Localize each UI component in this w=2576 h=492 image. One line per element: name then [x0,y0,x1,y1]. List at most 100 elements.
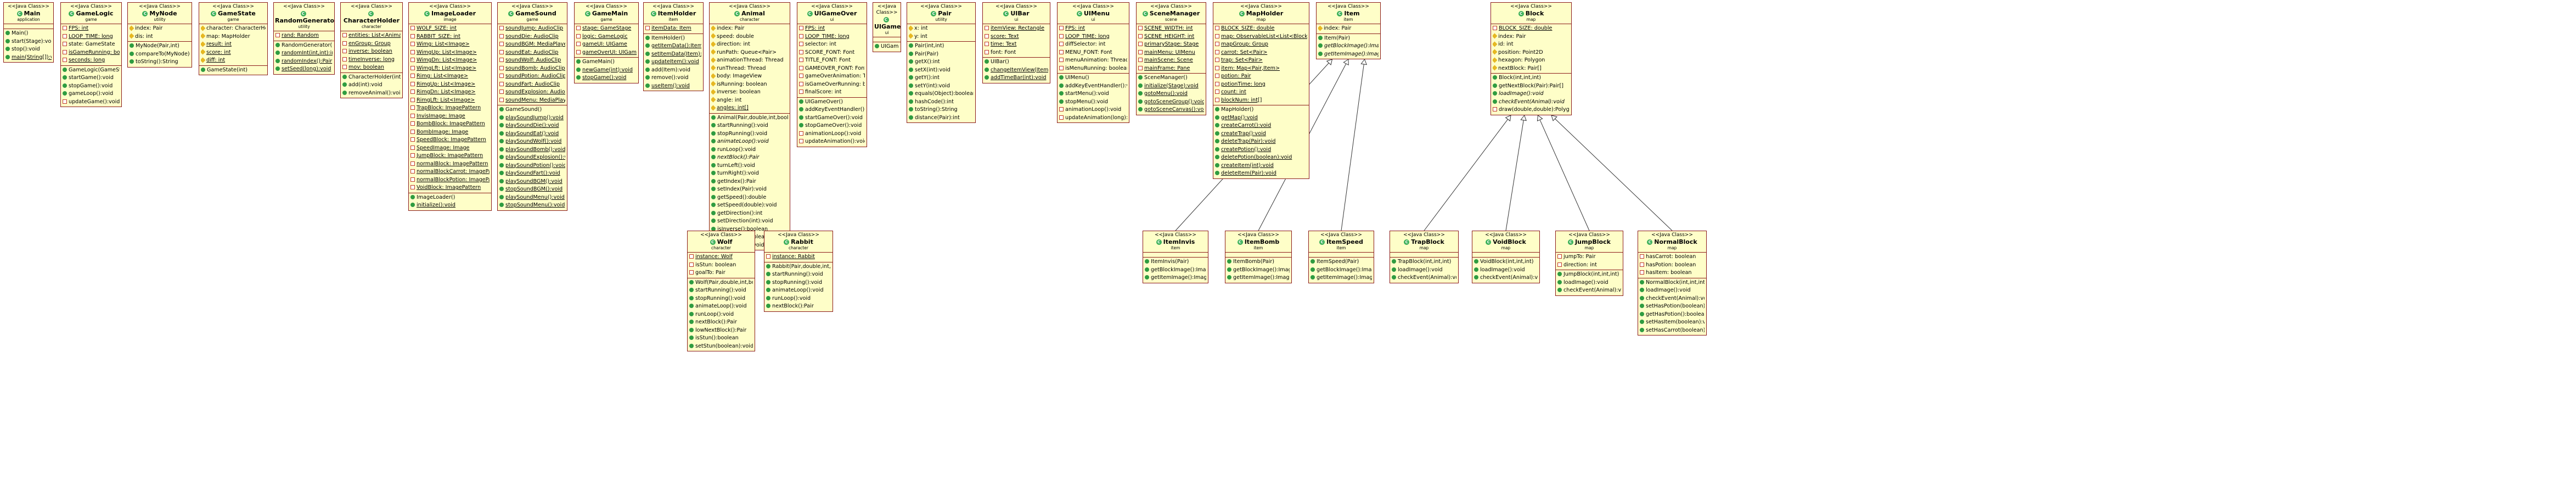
method-row: stopGame():void [63,82,120,91]
method-row: ItemInvis(Pair) [1145,258,1206,266]
method-text: createPotion():void [1221,146,1272,153]
fields-section [1309,253,1374,257]
public-visibility-icon [1215,147,1219,152]
method-row: stopRunning():void [766,279,831,287]
field-text: TrapBlock: ImagePattern [417,105,481,111]
field-text: gameOverUI: UIGameOver [582,49,637,55]
stereotype-label: <<Java Class>> [1568,232,1610,238]
public-visibility-icon [711,115,716,120]
field-row: isGameRunning: boolean [63,49,120,57]
method-row: loadImage():void [1493,90,1570,98]
class-name: CUIGame [874,16,901,30]
field-text: soundExplosion: AudioClip [505,89,565,95]
package-label: item [1343,17,1353,22]
method-text: loadImage():void [1646,287,1691,293]
private-visibility-icon [410,90,415,94]
field-text: JumpBlock: ImagePattern [417,153,483,159]
private-visibility-icon [410,169,415,174]
class-name-text: VoidBlock [1493,238,1526,245]
field-text: SCENE_WIDTH: int [1144,25,1193,31]
field-row: GAMEOVER_FONT: Font [799,65,865,73]
method-text: UIGameOver() [805,98,843,105]
field-row: animationThread: Thread [711,57,788,65]
field-row: trap: Set<Pair> [1215,57,1307,65]
public-visibility-icon [130,59,134,64]
field-row: map: ObservableList<List<Block>> [1215,33,1307,41]
method-row: ItemHolder() [645,35,701,43]
field-row: id: int [1493,41,1570,49]
private-visibility-icon [410,137,415,142]
protected-visibility-icon [711,57,716,63]
stereotype-label: <<Java Class>> [1403,232,1445,238]
method-row: CharacterHolder(int) [342,74,401,82]
public-visibility-icon [799,123,803,127]
class-icon: C [1518,11,1524,16]
methods-section: Animal(Pair,double,int,boolean)startRunn… [710,113,790,250]
class-icon: C [1486,239,1492,245]
fields-section [1225,253,1291,257]
public-visibility-icon [985,59,989,64]
method-text: VoidBlock(int,int,int) [1480,259,1534,265]
method-row: UIBar() [985,58,1048,66]
field-row: isGameOverRunning: boolean [799,81,865,89]
private-visibility-icon [342,49,347,53]
private-visibility-icon [576,49,581,54]
field-row: index: Pair [1318,25,1379,33]
private-visibility-icon [499,42,504,46]
public-visibility-icon [689,288,694,292]
class-name-text: ItemHolder [657,10,696,17]
class-name-text: NormalBlock [1654,238,1697,245]
public-visibility-icon [766,264,770,269]
field-text: RABBIT_SIZE: int [417,33,460,40]
public-visibility-icon [1557,279,1562,284]
field-text: Rimg: List<Image> [417,73,468,79]
method-text: GameLogic(GameState) [69,66,120,73]
method-text: nextBlock():Pair [695,319,737,325]
field-text: score: Text [991,33,1019,40]
method-text: MapHolder() [1221,107,1254,113]
method-text: ImageLoader() [417,194,455,200]
private-visibility-icon [985,49,989,54]
method-text: newGame(int):void [582,66,633,73]
public-visibility-icon [799,115,803,120]
public-visibility-icon [689,295,694,300]
field-row: score: int [201,49,266,57]
method-row: getDirection():int [711,210,788,218]
field-row: index: Pair [130,25,190,33]
class-icon: C [1237,239,1243,245]
field-text: normalBlock: ImagePattern [417,160,488,167]
method-row: getItemImage():Image [1227,274,1290,282]
method-text: getY():int [915,75,940,81]
public-visibility-icon [909,51,913,56]
field-text: instance: Rabbit [772,254,815,260]
public-visibility-icon [689,327,694,332]
method-text: changeItemView(Item):void [991,66,1048,73]
method-row: getBlockImage():ImagePattern [1311,266,1372,275]
private-visibility-icon [1138,26,1143,30]
stereotype-label: <<Java Class>> [653,4,694,9]
method-text: SceneManager() [1144,75,1188,81]
public-visibility-icon [410,194,415,199]
field-text: instance: Wolf [695,254,733,260]
field-text: itemData: Item [651,25,691,31]
class-name: CRandomGenerator [275,10,334,24]
field-row: enGroup: Group [342,40,401,48]
private-visibility-icon [689,254,694,259]
method-text: setSpeed(double):void [717,202,777,208]
private-visibility-icon [1138,33,1143,38]
method-row: setHasPotion(boolean):void [1640,303,1705,311]
public-visibility-icon [689,336,694,340]
method-row: distance(Pair):int [909,114,974,122]
method-row: getY():int [909,74,974,82]
method-row: isInverse():boolean [711,226,788,234]
public-visibility-icon [711,163,716,167]
method-row: gotoSceneGroup():void [1138,98,1204,107]
